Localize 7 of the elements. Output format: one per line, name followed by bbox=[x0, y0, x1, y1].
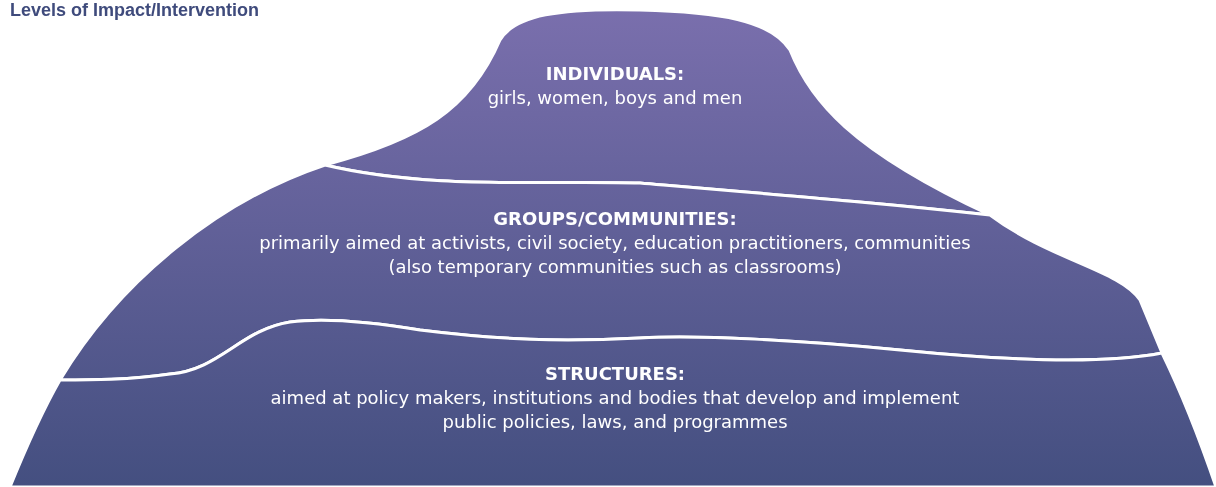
level-heading: INDIVIDUALS: bbox=[544, 62, 686, 86]
diagram-title: Levels of Impact/Intervention bbox=[10, 0, 260, 21]
level-description: girls, women, boys and men bbox=[486, 86, 744, 110]
level-description: primarily aimed at activists, civil society, education practitioners, communities (also temporary communities such as classrooms) bbox=[258, 231, 972, 279]
level-heading: STRUCTURES: bbox=[543, 362, 687, 386]
level-heading: GROUPS/COMMUNITIES: bbox=[492, 207, 738, 231]
level-description: aimed at policy makers, institutions and bodies that develop and implement public policies, laws, and programmes bbox=[270, 386, 960, 434]
